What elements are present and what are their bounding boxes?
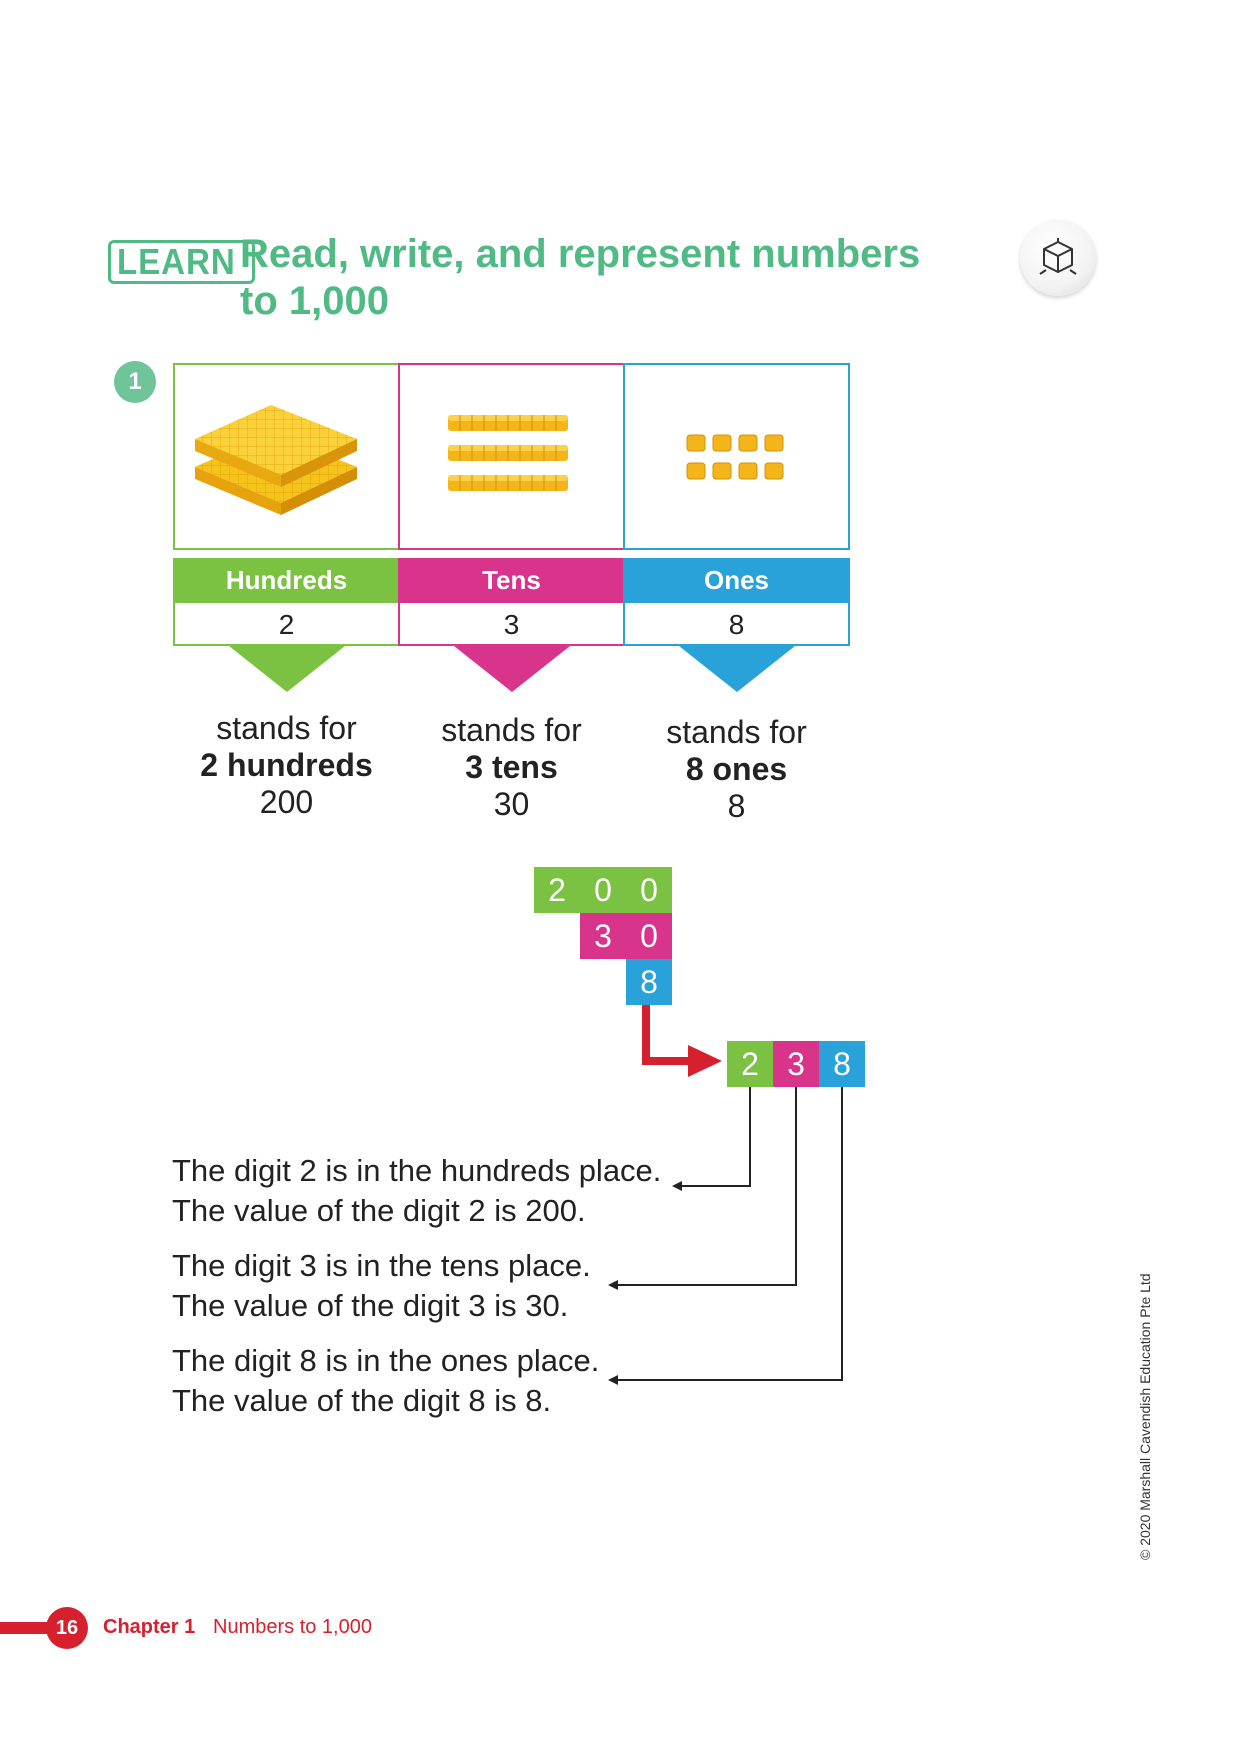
hundred-flat-icon <box>195 405 357 515</box>
copyright-notice: © 2020 Marshall Cavendish Education Pte … <box>1137 1273 1153 1560</box>
learn-badge: LEARN <box>108 240 255 284</box>
footer-bar <box>0 1622 60 1634</box>
stands-for-label: stands for <box>441 712 582 748</box>
page-number: 16 <box>46 1607 88 1649</box>
result-digit-tens: 3 <box>773 1041 819 1087</box>
ones-picture-box <box>623 363 850 550</box>
expanded-digit: 2 <box>534 867 580 913</box>
explanation-line: The value of the digit 3 is 30. <box>172 1288 569 1323</box>
ones-value: 8 <box>727 788 746 824</box>
expanded-digit: 0 <box>626 913 672 959</box>
lesson-title: Read, write, and represent numbers <box>240 232 921 276</box>
tens-meaning-bold: 3 tens <box>465 749 558 785</box>
hundreds-meaning: stands for 2 hundreds 200 <box>173 710 400 821</box>
chapter-title: Numbers to 1,000 <box>213 1616 372 1638</box>
stands-for-label: stands for <box>666 714 807 750</box>
expanded-digit: 0 <box>580 867 626 913</box>
explanation-line: The value of the digit 2 is 200. <box>172 1193 586 1228</box>
tens-meaning: stands for 3 tens 30 <box>398 712 625 823</box>
explanation-line: The digit 2 is in the hundreds place. <box>172 1153 662 1188</box>
explanation-line: The digit 3 is in the tens place. <box>172 1248 591 1283</box>
chapter-label: Chapter 1 <box>103 1616 196 1638</box>
tens-picture-box <box>398 363 625 550</box>
hundreds-picture-box <box>173 363 400 550</box>
hundreds-value: 200 <box>259 784 314 820</box>
ones-header: Ones <box>623 558 850 603</box>
step-number: 1 <box>114 361 156 403</box>
expanded-digit: 0 <box>626 867 672 913</box>
tens-value: 30 <box>493 786 530 822</box>
connector-lines <box>608 1087 843 1385</box>
down-arrow-icon <box>229 646 795 692</box>
explanation-tens: The digit 3 is in the tens place. The va… <box>172 1246 591 1326</box>
hundreds-meaning-bold: 2 hundreds <box>200 747 373 783</box>
result-digit-ones: 8 <box>819 1041 865 1087</box>
stands-for-label: stands for <box>216 710 357 746</box>
ones-meaning: stands for 8 ones 8 <box>623 714 850 825</box>
explanation-hundreds: The digit 2 is in the hundreds place. Th… <box>172 1151 661 1231</box>
expanded-digit: 8 <box>626 959 672 1005</box>
expanded-digit: 3 <box>580 913 626 959</box>
right-arrow-icon <box>642 1005 722 1077</box>
unit-cube-icon <box>686 434 784 480</box>
ten-rod-icon <box>448 415 568 491</box>
hundreds-header: Hundreds <box>173 558 400 603</box>
ones-meaning-bold: 8 ones <box>685 751 788 787</box>
result-digit-hundreds: 2 <box>727 1041 773 1087</box>
hundreds-digit: 2 <box>173 603 400 646</box>
ones-digit: 8 <box>623 603 850 646</box>
3d-model-button[interactable] <box>1020 220 1096 296</box>
tens-digit: 3 <box>398 603 625 646</box>
explanation-line: The digit 8 is in the ones place. <box>172 1343 600 1378</box>
explanation-ones: The digit 8 is in the ones place. The va… <box>172 1341 599 1421</box>
cube-icon <box>1039 238 1077 275</box>
tens-header: Tens <box>398 558 625 603</box>
lesson-title-line2: to 1,000 <box>240 279 389 323</box>
explanation-line: The value of the digit 8 is 8. <box>172 1383 552 1418</box>
